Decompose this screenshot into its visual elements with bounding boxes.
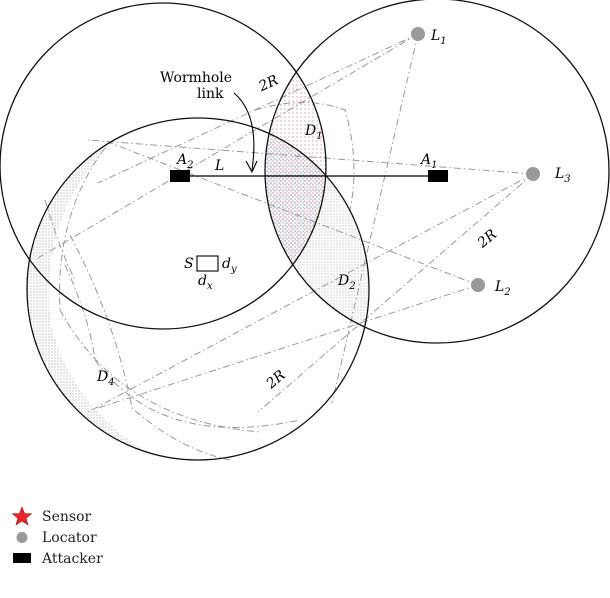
locator-l3-icon [526, 167, 540, 181]
attacker-a2-icon [170, 170, 190, 182]
legend-item-attacker: Attacker [8, 548, 103, 569]
locator-l2-icon [471, 278, 485, 292]
label-l1: L1 [430, 28, 447, 47]
locator-l1-icon [411, 27, 425, 41]
legend: Sensor Locator Attacker [8, 506, 103, 569]
callout-arrow [233, 92, 255, 171]
legend-label-attacker: Attacker [42, 550, 103, 567]
callout-line1: Wormhole [160, 70, 232, 86]
wormhole-diagram: Wormhole link 2R 2R 2R L D1 D2 D4 A2 A1 … [0, 0, 610, 461]
region-d4-band [27, 145, 160, 460]
label-l3: L3 [554, 166, 571, 185]
label-link-l: L [214, 158, 224, 174]
legend-label-locator: Locator [42, 529, 97, 546]
label-dy: dy [222, 256, 237, 275]
label-sensor-s: S [184, 256, 194, 272]
label-l2: L2 [494, 279, 511, 298]
range-circle-sensor [26, 117, 370, 461]
legend-label-sensor: Sensor [42, 508, 92, 525]
range-circle-a2 [0, 2, 327, 330]
gray-circle-icon [8, 527, 36, 548]
range-circle-a1 [264, 0, 610, 344]
legend-item-sensor: Sensor [8, 506, 103, 527]
construction-lines [37, 33, 534, 461]
label-2r-right: 2R [474, 226, 500, 252]
label-d1: D1 [304, 123, 323, 142]
label-d2: D2 [337, 273, 356, 292]
region-d2-overlap [265, 118, 369, 343]
label-d4: D4 [96, 369, 115, 388]
black-rectangle-icon [8, 548, 36, 569]
callout-line2: link [197, 86, 224, 102]
label-2r-bottom: 2R [263, 367, 289, 393]
label-a2: A2 [175, 152, 194, 171]
label-a1: A1 [419, 152, 438, 171]
legend-item-locator: Locator [8, 527, 103, 548]
label-dx: dx [198, 273, 213, 292]
red-star-icon [8, 506, 36, 527]
sensor-area-square [196, 255, 219, 272]
callout-arrowhead-icon [245, 160, 258, 174]
label-2r-top: 2R [256, 72, 282, 95]
attacker-a1-icon [428, 170, 448, 182]
